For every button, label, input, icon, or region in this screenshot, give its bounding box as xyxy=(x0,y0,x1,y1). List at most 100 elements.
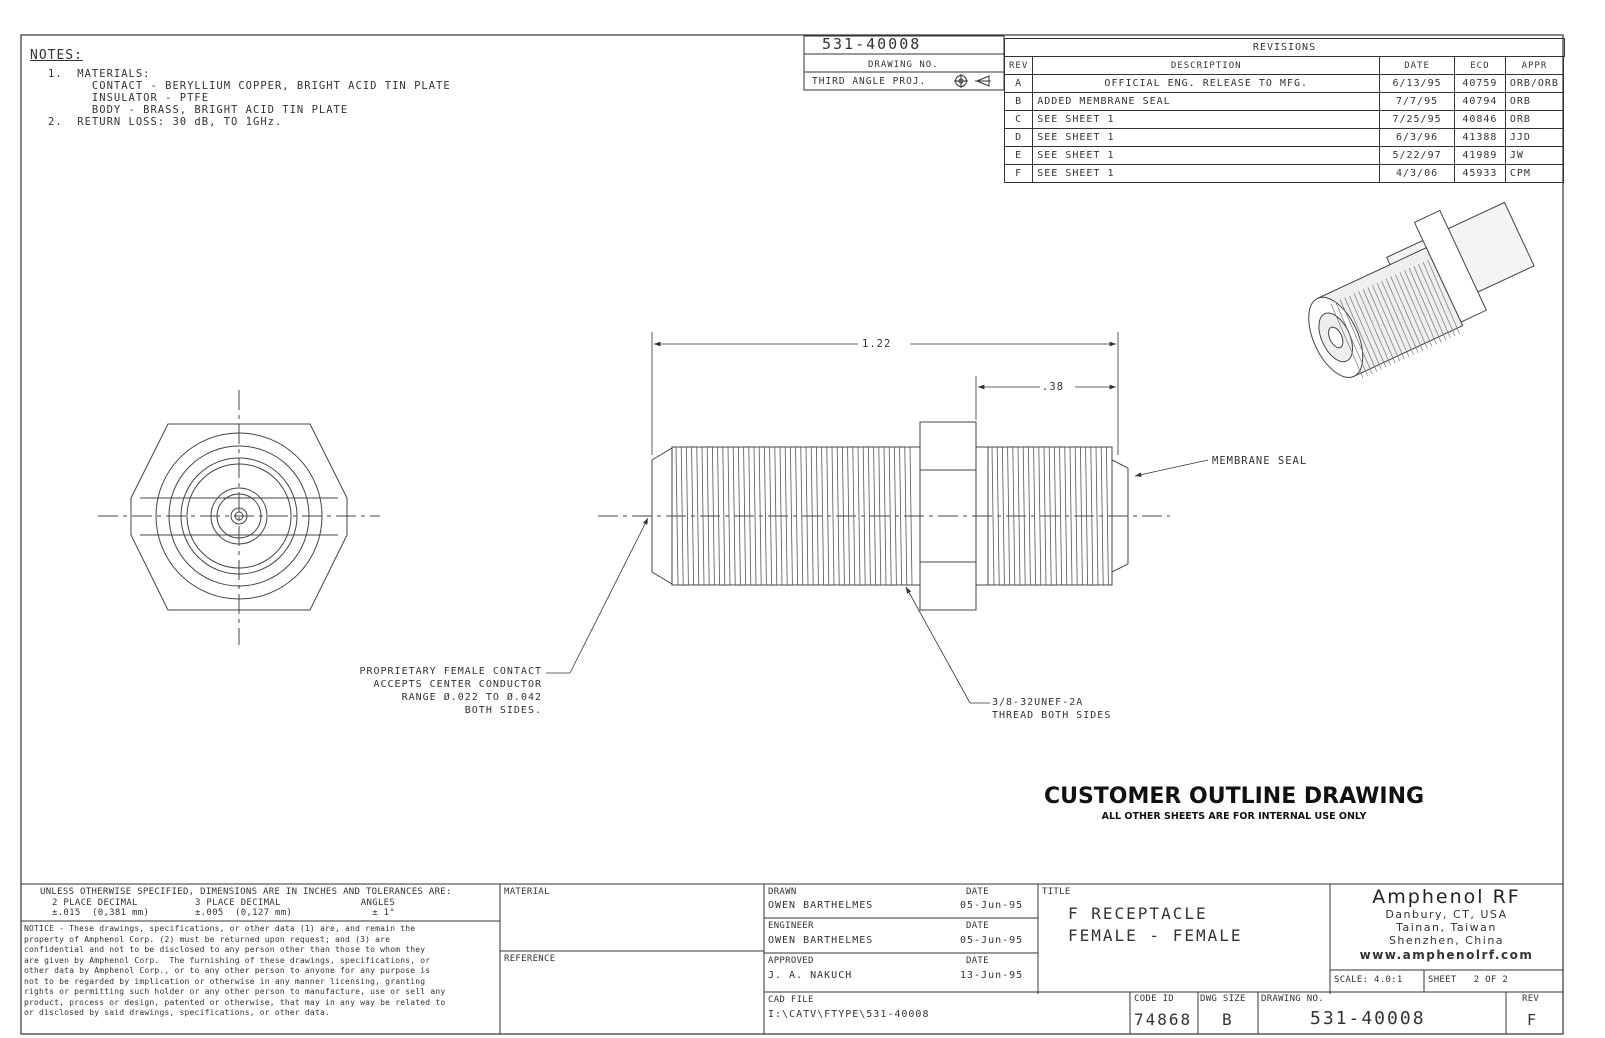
callout-line: PROPRIETARY FEMALE CONTACT xyxy=(359,666,542,677)
notice-line: rights or permitting such holder or any … xyxy=(24,987,446,996)
engineer-date: 05-Jun-95 xyxy=(960,935,1024,946)
notes-list: 1. MATERIALS: CONTACT - BERYLLIUM COPPER… xyxy=(48,68,451,128)
part-title-line-2: FEMALE - FEMALE xyxy=(1068,926,1243,945)
note-line: INSULATOR - PTFE xyxy=(48,92,210,104)
membrane-seal-label: MEMBRANE SEAL xyxy=(1212,455,1308,467)
engineer-name: OWEN BARTHELMES xyxy=(768,935,874,946)
code-id-label: CODE ID xyxy=(1134,994,1175,1004)
notice-line: are given by Amphenol Corp. The furnishi… xyxy=(24,955,431,965)
rev-value: F xyxy=(1527,1011,1538,1029)
thread-callout-line-2: THREAD BOTH SIDES xyxy=(992,710,1112,721)
note-line: CONTACT - BERYLLIUM COPPER, BRIGHT ACID … xyxy=(48,80,451,92)
desc-cell: SEE SHEET 1 xyxy=(1032,164,1381,183)
dimension-short: .38 xyxy=(1042,381,1064,393)
drawing-no-value: 531-40008 xyxy=(1310,1008,1426,1029)
table-row: A OFFICIAL ENG. RELEASE TO MFG. 6/13/95 … xyxy=(1003,74,1565,93)
title-label: TITLE xyxy=(1042,887,1071,897)
notice-line: NOTICE - These drawings, specifications,… xyxy=(24,924,416,933)
scale-label: SCALE: 4.0:1 xyxy=(1334,975,1403,985)
company-location: Shenzhen, China xyxy=(1388,934,1505,947)
approved-label: APPROVED xyxy=(768,956,814,966)
eco-cell: 40846 xyxy=(1453,110,1506,129)
contact-callout: PROPRIETARY FEMALE CONTACT ACCEPTS CENTE… xyxy=(300,665,542,717)
company-block: Amphenol RF Danbury, CT, USA Tainan, Tai… xyxy=(1330,886,1563,963)
col-header: DESCRIPTION xyxy=(1032,56,1381,75)
drawn-date-label: DATE xyxy=(966,887,989,897)
revisions-title: REVISIONS xyxy=(1004,38,1565,57)
notice-line: property of Amphenol Corp. (2) must be r… xyxy=(24,934,391,944)
desc-cell: OFFICIAL ENG. RELEASE TO MFG. xyxy=(1032,74,1381,93)
rev-cell: D xyxy=(1003,128,1034,147)
approved-date-label: DATE xyxy=(966,956,989,966)
date-cell: 7/7/95 xyxy=(1379,92,1455,111)
rev-cell: E xyxy=(1003,146,1034,165)
note-line: BODY - BRASS, BRIGHT ACID TIN PLATE xyxy=(48,104,349,116)
drawing-no-label: DRAWING NO. xyxy=(868,60,939,70)
date-cell: 5/22/97 xyxy=(1379,146,1455,165)
date-cell: 7/25/95 xyxy=(1379,110,1455,129)
col-header: DATE xyxy=(1379,56,1455,75)
table-row: E SEE SHEET 1 5/22/97 41989 JW xyxy=(1003,146,1565,165)
appr-cell: JW xyxy=(1504,146,1565,165)
eco-cell: 40759 xyxy=(1453,74,1506,93)
desc-cell: SEE SHEET 1 xyxy=(1032,110,1381,129)
eco-cell: 41989 xyxy=(1453,146,1506,165)
revisions-table: REV DESCRIPTION DATE ECO APPR A OFFICIAL… xyxy=(1003,56,1565,183)
end-view xyxy=(98,390,380,645)
header-drawing-number: 531-40008 xyxy=(822,35,922,53)
note-line: 2. RETURN LOSS: 30 dB, TO 1GHz. xyxy=(48,116,283,128)
appr-cell: JJD xyxy=(1504,128,1565,147)
company-location: Tainan, Taiwan xyxy=(1396,921,1497,934)
part-title-line-1: F RECEPTACLE xyxy=(1068,904,1208,923)
table-row: B ADDED MEMBRANE SEAL 7/7/95 40794 ORB xyxy=(1003,92,1565,111)
dimension-overall: 1.22 xyxy=(862,338,892,350)
appr-cell: ORB/ORB xyxy=(1504,74,1565,93)
company-location: Danbury, CT, USA xyxy=(1385,908,1508,921)
projection-label: THIRD ANGLE PROJ. xyxy=(812,76,927,87)
side-view xyxy=(598,421,1170,611)
tolerance-line: ±.015 (0,381 mm) ±.005 (0,127 mm) ± 1° xyxy=(52,908,396,918)
drawn-label: DRAWN xyxy=(768,887,797,897)
note-line: 1. MATERIALS: xyxy=(48,68,151,80)
notice-line: confidential and not to be disclosed to … xyxy=(24,945,426,954)
dimension-lines xyxy=(546,332,1209,704)
revisions-header-row: REV DESCRIPTION DATE ECO APPR xyxy=(1003,56,1565,75)
date-cell: 6/13/95 xyxy=(1379,74,1455,93)
rev-cell: A xyxy=(1003,74,1034,93)
title-block-grid xyxy=(21,884,1563,1034)
tolerance-line: 2 PLACE DECIMAL 3 PLACE DECIMAL ANGLES xyxy=(52,898,396,908)
table-row: C SEE SHEET 1 7/25/95 40846 ORB xyxy=(1003,110,1565,129)
eco-cell: 45933 xyxy=(1453,164,1506,183)
company-website: www.amphenolrf.com xyxy=(1359,948,1534,962)
appr-cell: ORB xyxy=(1504,92,1565,111)
notice-text: NOTICE - These drawings, specifications,… xyxy=(24,924,445,1019)
col-header: APPR xyxy=(1504,56,1565,75)
date-cell: 6/3/96 xyxy=(1379,128,1455,147)
engineer-date-label: DATE xyxy=(966,921,989,931)
drawing-no-label-bottom: DRAWING NO. xyxy=(1261,994,1324,1004)
notes-title: NOTES: xyxy=(30,48,83,63)
callout-line: RANGE Ø.022 TO Ø.042 xyxy=(401,692,542,703)
dwg-size-value: B xyxy=(1222,1010,1233,1029)
callout-line: ACCEPTS CENTER CONDUCTOR xyxy=(373,679,542,690)
approved-name: J. A. NAKUCH xyxy=(768,970,853,981)
eco-cell: 40794 xyxy=(1453,92,1506,111)
appr-cell: CPM xyxy=(1504,164,1565,183)
customer-outline-banner: CUSTOMER OUTLINE DRAWING ALL OTHER SHEET… xyxy=(1000,784,1468,822)
table-row: D SEE SHEET 1 6/3/96 41388 JJD xyxy=(1003,128,1565,147)
cad-file-label: CAD FILE xyxy=(768,995,814,1005)
notice-line: not to be regarded by implication or oth… xyxy=(24,976,426,986)
iso-thread-lines xyxy=(1330,259,1460,379)
banner-title: CUSTOMER OUTLINE DRAWING xyxy=(1043,784,1425,809)
eco-cell: 41388 xyxy=(1453,128,1506,147)
date-cell: 4/3/06 xyxy=(1379,164,1455,183)
rev-cell: B xyxy=(1003,92,1034,111)
rev-label: REV xyxy=(1522,994,1540,1004)
notice-line: other data by Amphenol Corp., or to any … xyxy=(24,966,431,975)
thread-callout-line-1: 3/8-32UNEF-2A xyxy=(992,697,1084,708)
thread-lines xyxy=(675,446,1109,586)
projection-symbol-icon xyxy=(954,74,991,88)
engineer-label: ENGINEER xyxy=(768,921,814,931)
table-row: F SEE SHEET 1 4/3/06 45933 CPM xyxy=(1003,164,1565,183)
